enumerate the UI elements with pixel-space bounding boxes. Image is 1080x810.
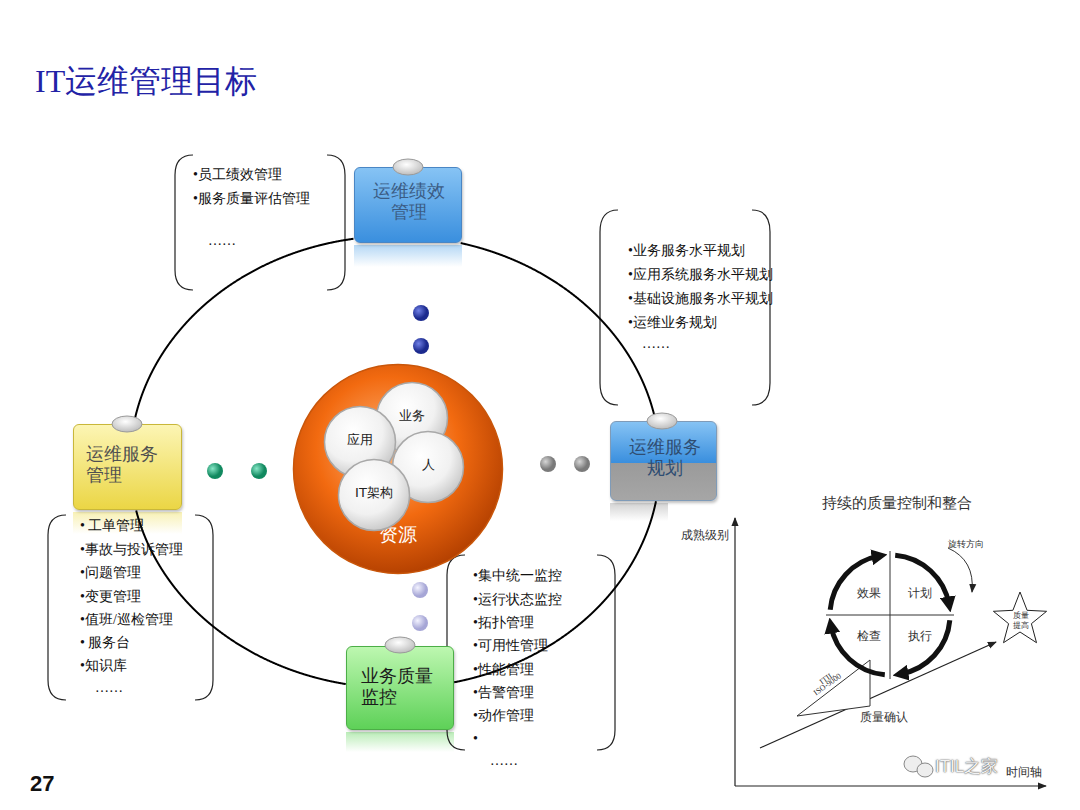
quadrant-cross	[826, 551, 954, 679]
decor-dot	[207, 463, 223, 479]
list-item: •问题管理	[80, 565, 141, 581]
list-item: •知识库	[80, 658, 127, 674]
page-title: IT运维管理目标	[35, 60, 257, 104]
list-item: •事故与投诉管理	[80, 542, 183, 558]
bracket	[600, 210, 618, 405]
list-item: ……	[642, 336, 670, 352]
bracket	[195, 515, 213, 700]
list-item: •基础设施服务水平规划	[628, 291, 773, 307]
decor-dot	[413, 338, 429, 354]
watermark-icon	[904, 756, 922, 772]
list-item: •性能管理	[473, 662, 534, 678]
watermark-icon	[917, 763, 933, 777]
axis-line	[735, 785, 1046, 786]
decor-dot	[412, 615, 428, 631]
rotation-arrow	[948, 548, 972, 592]
list-item: •拓扑管理	[473, 615, 534, 631]
list-item: •业务服务水平规划	[628, 243, 745, 259]
list-item: • 服务台	[80, 635, 130, 651]
decor-dot	[413, 305, 429, 321]
list-item: ……	[208, 233, 236, 249]
box-reflection	[354, 245, 462, 267]
axis-label: 时间轴	[1006, 765, 1042, 779]
goal-box: 运维绩效管理	[354, 167, 462, 243]
quadrant-label: 计划	[908, 586, 932, 600]
list-item: •动作管理	[473, 708, 534, 724]
bracket	[48, 515, 66, 700]
decor-dot	[412, 582, 428, 598]
node-label: 人	[391, 457, 465, 473]
list-item: ……	[490, 753, 518, 769]
cycle-arc	[895, 555, 949, 604]
decor-dot	[251, 463, 267, 479]
pdca-cycle	[830, 555, 950, 675]
star-label: 质量提高	[1012, 611, 1030, 631]
chart-title: 持续的质量控制和整合	[822, 495, 972, 512]
node-label: 运维服务规划	[625, 436, 705, 478]
list-item: •员工绩效管理	[193, 167, 282, 183]
ring-connector	[136, 510, 346, 684]
page-number: 27	[30, 772, 54, 796]
list-item: •值班/巡检管理	[80, 612, 173, 628]
quality-star	[993, 592, 1046, 643]
bracket	[327, 155, 345, 290]
decor-dot	[540, 456, 556, 472]
list-item: •服务质量评估管理	[193, 191, 310, 207]
axis-line	[734, 518, 735, 786]
chart-note: 旋转方向	[948, 539, 984, 550]
list-item: • 工单管理	[80, 518, 144, 534]
goal-box: 运维服务规划	[610, 421, 717, 501]
list-item: •变更管理	[80, 589, 141, 605]
node-label: IT架构	[337, 485, 411, 501]
list-item: •告警管理	[473, 685, 534, 701]
bracket-group	[48, 155, 770, 750]
box-reflection	[73, 512, 182, 534]
quadrant-label: 检查	[857, 629, 881, 643]
resource-ball: IT架构	[337, 458, 411, 532]
cycle-arc	[830, 556, 879, 610]
resource-circle: 资源业务应用人IT架构	[292, 363, 504, 575]
list-item: •运行状态监控	[473, 592, 562, 608]
quadrant-label: 执行	[908, 629, 932, 643]
list-item: •可用性管理	[473, 638, 548, 654]
node-label: 业务质量监控	[361, 665, 441, 707]
cycle-arc	[900, 620, 949, 674]
list-item: ……	[95, 680, 123, 696]
box-reflection	[346, 732, 454, 752]
ring-connector	[461, 243, 656, 421]
list-item: •	[473, 731, 478, 747]
list-item: •应用系统服务水平规划	[628, 267, 773, 283]
node-label: 应用	[323, 432, 397, 448]
goal-box: 业务质量监控	[346, 646, 454, 730]
bracket	[597, 555, 615, 750]
goal-box: 运维服务管理	[73, 424, 182, 510]
ring-connector	[134, 239, 354, 424]
chart-note: 质量确认	[860, 710, 908, 724]
decor-dot	[574, 456, 590, 472]
bracket	[175, 155, 193, 290]
chart-panel	[668, 488, 1080, 810]
node-label: 运维绩效管理	[369, 180, 449, 222]
bracket	[752, 210, 770, 405]
node-label: 运维服务管理	[86, 443, 166, 485]
list-item: •集中统一监控	[473, 568, 562, 584]
ramp-line	[760, 642, 996, 748]
cycle-arc	[831, 625, 885, 674]
quadrant-label: 效果	[857, 586, 881, 600]
watermark: ITIL之家	[935, 757, 998, 776]
node-label: 资源	[292, 523, 504, 545]
axis-label: 成熟级别	[681, 528, 729, 542]
list-item: •运维业务规划	[628, 315, 717, 331]
